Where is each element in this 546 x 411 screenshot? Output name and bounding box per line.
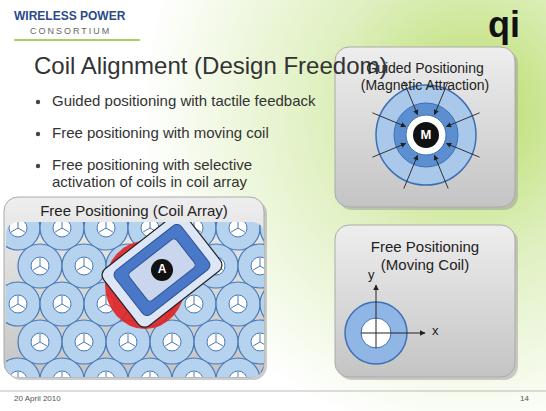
bullet-dot	[36, 100, 40, 104]
axis-label: x	[432, 324, 439, 339]
slide-title: Coil Alignment (Design Freedom)	[34, 52, 387, 80]
footer-rule	[0, 391, 546, 392]
bullet-dot	[36, 132, 40, 136]
panel-heading: Free Positioning (Moving Coil)	[353, 238, 497, 274]
footer-date: 20 April 2010	[14, 394, 61, 403]
panel-heading: Guided Positioning (Magnetic Attraction)	[353, 60, 497, 94]
moving-coil	[345, 285, 425, 364]
bullet-text: Guided positioning with tactile feedback	[52, 92, 316, 109]
logo-rule	[14, 39, 140, 41]
magnet-label: M	[421, 128, 432, 143]
logo-text: WIRELESS POWER	[14, 10, 125, 24]
bullet-text: Free positioning with moving coil	[52, 124, 269, 141]
coil-label: A	[158, 263, 167, 277]
magnet-coil	[372, 81, 479, 188]
page-number: 14	[520, 394, 529, 403]
bullet-text: Free positioning with selective activati…	[52, 156, 312, 191]
panel-heading: Free Positioning (Coil Array)	[12, 202, 256, 220]
logo-text: CONSORTIUM	[30, 26, 111, 36]
diagram-panel: Free Positioning (Moving Coil)	[335, 225, 515, 377]
bullet-dot	[36, 164, 40, 168]
qi-logo: qi	[488, 4, 520, 45]
axis-label: y	[368, 268, 375, 283]
panel	[335, 225, 515, 377]
coil-array	[6, 222, 264, 377]
panel-shadow	[7, 200, 267, 380]
diagram-panel: Free Positioning (Coil Array)	[4, 197, 264, 377]
panel	[4, 197, 264, 377]
